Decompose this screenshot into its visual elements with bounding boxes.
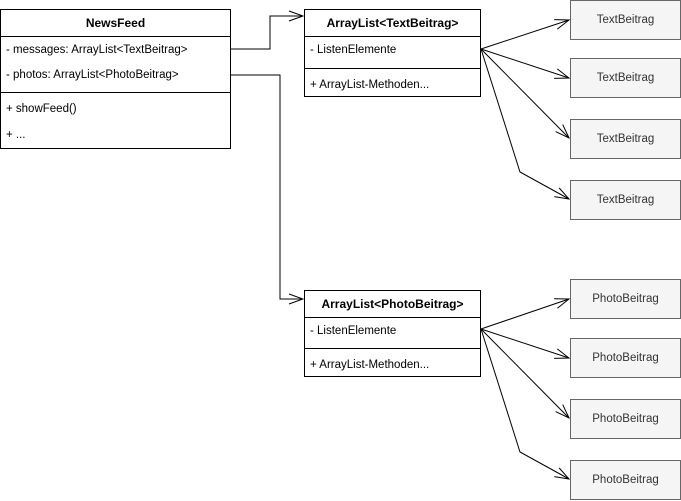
text-item-1: TextBeitrag	[570, 0, 681, 40]
newsfeed-class: NewsFeed - messages: ArrayList<TextBeitr…	[0, 9, 231, 149]
photo-arraylist-class: ArrayList<PhotoBeitrag> - ListenElemente…	[304, 290, 481, 377]
photo-item-2: PhotoBeitrag	[570, 338, 681, 378]
photo-arraylist-attribute: - ListenElemente	[310, 325, 397, 337]
photo-list-connector-1	[480, 299, 569, 330]
photo-list-connectors	[480, 299, 569, 479]
photo-arraylist-method: + ArrayList-Methoden...	[305, 348, 480, 377]
photo-list-connector-2	[480, 328, 569, 358]
text-arraylist-attribute: - ListenElemente	[310, 44, 397, 56]
text-arraylist-class: ArrayList<TextBeitrag> - ListenElemente …	[304, 9, 481, 97]
text-arraylist-method: + ArrayList-Methoden...	[305, 68, 480, 97]
photo-item-3: PhotoBeitrag	[570, 399, 681, 439]
newsfeed-method-more: + ...	[6, 129, 26, 141]
newsfeed-attribute-photos: - photos: ArrayList<PhotoBeitrag>	[6, 69, 179, 81]
text-list-connector-1	[480, 20, 569, 50]
photo-list-connector-4	[480, 328, 569, 479]
newsfeed-method-showfeed: + showFeed()	[1, 92, 230, 119]
messages-connector	[231, 16, 303, 50]
text-list-connectors	[480, 20, 569, 199]
photo-item-4: PhotoBeitrag	[570, 460, 681, 500]
newsfeed-class-title: NewsFeed	[1, 10, 230, 37]
text-list-connector-2	[480, 48, 569, 78]
text-list-connector-3	[480, 48, 569, 138]
text-item-2: TextBeitrag	[570, 58, 681, 98]
text-item-4: TextBeitrag	[570, 180, 681, 220]
text-arraylist-title: ArrayList<TextBeitrag>	[305, 10, 480, 37]
newsfeed-attribute-messages: - messages: ArrayList<TextBeitrag>	[6, 44, 188, 56]
photo-arraylist-title: ArrayList<PhotoBeitrag>	[305, 291, 480, 318]
photo-list-connector-3	[480, 328, 569, 418]
photos-connector	[231, 74, 303, 299]
photo-item-1: PhotoBeitrag	[570, 279, 681, 319]
text-list-connector-4	[480, 48, 569, 199]
text-item-3: TextBeitrag	[570, 119, 681, 159]
